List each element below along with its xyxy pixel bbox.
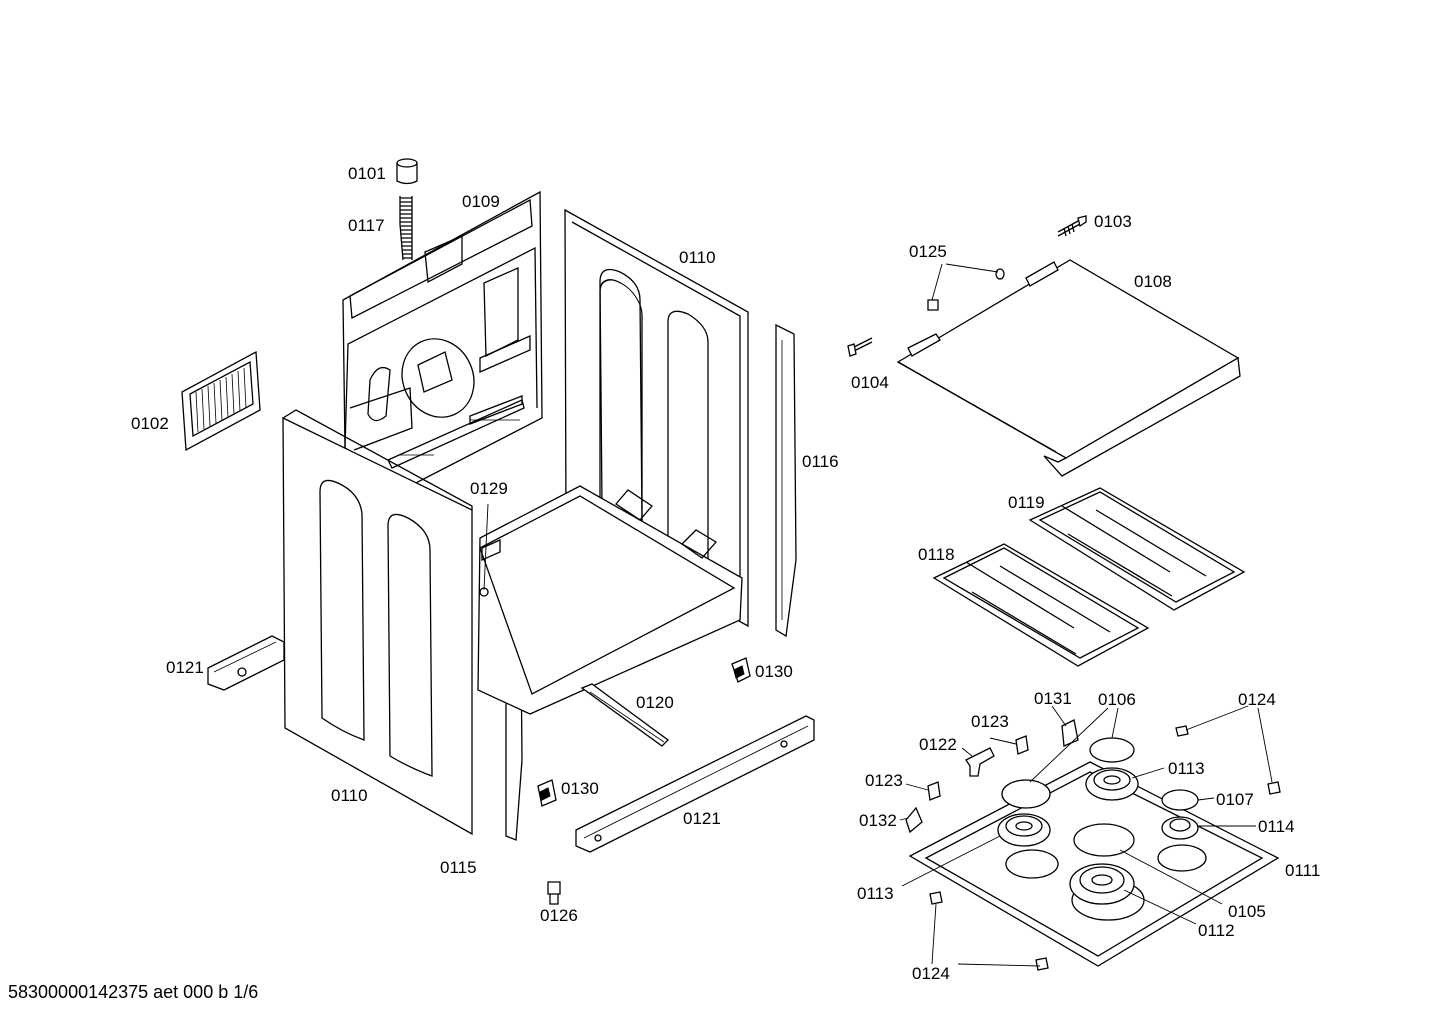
part-0131-clip (1061, 719, 1079, 747)
part-0123-clip-top (1015, 735, 1029, 755)
part-0106-cap-left (1001, 779, 1051, 809)
part-0130-clip-right (731, 657, 751, 683)
label-0101: 0101 (348, 164, 386, 183)
part-0114-burner-small (1161, 816, 1199, 840)
label-0123-left: 0123 (865, 771, 903, 790)
document-id-footer: 58300000142375 aet 000 b 1/6 (8, 982, 259, 1002)
label-0125: 0125 (909, 242, 947, 261)
label-0102: 0102 (131, 414, 169, 433)
label-0123-top: 0123 (971, 712, 1009, 731)
part-0108-lid (896, 259, 1241, 477)
part-0123-clip-left (927, 781, 941, 801)
part-0105-cap (1073, 823, 1135, 857)
part-0103-screw (1057, 215, 1087, 237)
part-0116-side-strip (775, 323, 797, 638)
part-0124-clip-top (1175, 725, 1281, 795)
part-0117-spring (399, 196, 413, 261)
leader-lines (483, 503, 1273, 967)
label-0130-right: 0130 (755, 662, 793, 681)
label-0108: 0108 (1134, 272, 1172, 291)
label-0126: 0126 (540, 906, 578, 925)
part-0101-cap (396, 158, 418, 185)
part-0121-left-rail (207, 635, 285, 691)
part-0124-clip-bottom (929, 891, 1049, 971)
part-0122-knob (965, 747, 995, 777)
label-0119: 0119 (1008, 493, 1045, 512)
label-0121-left: 0121 (166, 658, 204, 677)
part-0125-caps (927, 263, 1005, 311)
label-0115: 0115 (440, 858, 477, 877)
label-0104: 0104 (851, 373, 889, 392)
part-0107-cap (1161, 789, 1199, 811)
part-0119-grate (1028, 487, 1246, 611)
label-0107: 0107 (1216, 790, 1254, 809)
part-0126-nut (547, 881, 561, 905)
label-0105: 0105 (1228, 902, 1266, 921)
part-0113-burner-right (1085, 767, 1139, 801)
part-0113-burner-left (997, 813, 1051, 847)
label-0124-top: 0124 (1238, 690, 1276, 709)
part-0106-cap (1089, 737, 1135, 763)
label-0114: 0114 (1258, 817, 1295, 836)
part-0110-left-side-panel (282, 409, 473, 836)
label-0106: 0106 (1098, 690, 1136, 709)
label-0124-bottom: 0124 (912, 964, 950, 983)
label-0112: 0112 (1198, 921, 1235, 940)
label-0103: 0103 (1094, 212, 1132, 231)
part-0112-burner-large (1069, 863, 1135, 905)
label-0109: 0109 (462, 192, 500, 211)
label-0121-bottom: 0121 (683, 809, 721, 828)
part-0120-rail (580, 683, 669, 747)
label-0129: 0129 (470, 479, 508, 498)
part-0132-clip (905, 806, 923, 834)
label-0130-bottom: 0130 (561, 779, 599, 798)
part-0102-vent-grille (181, 350, 261, 452)
part-0104-screw (847, 337, 873, 357)
label-0113-left: 0113 (857, 884, 894, 903)
part-0121-bottom-rail (575, 715, 815, 853)
label-0132: 0132 (859, 811, 897, 830)
label-0118: 0118 (918, 545, 955, 564)
label-0110-bottom: 0110 (331, 786, 368, 805)
label-0111: 0111 (1285, 861, 1321, 880)
part-bottom-tray (477, 485, 743, 715)
label-0120: 0120 (636, 693, 674, 712)
part-0118-grate (932, 543, 1150, 667)
label-0110-top: 0110 (679, 248, 716, 267)
label-0116: 0116 (802, 452, 839, 471)
label-0131: 0131 (1034, 689, 1072, 708)
label-0113-right: 0113 (1168, 759, 1205, 778)
part-0130-clip-bottom (537, 779, 557, 807)
part-0109-back-panel (342, 190, 543, 487)
label-0117: 0117 (348, 216, 385, 235)
label-0122: 0122 (919, 735, 957, 754)
